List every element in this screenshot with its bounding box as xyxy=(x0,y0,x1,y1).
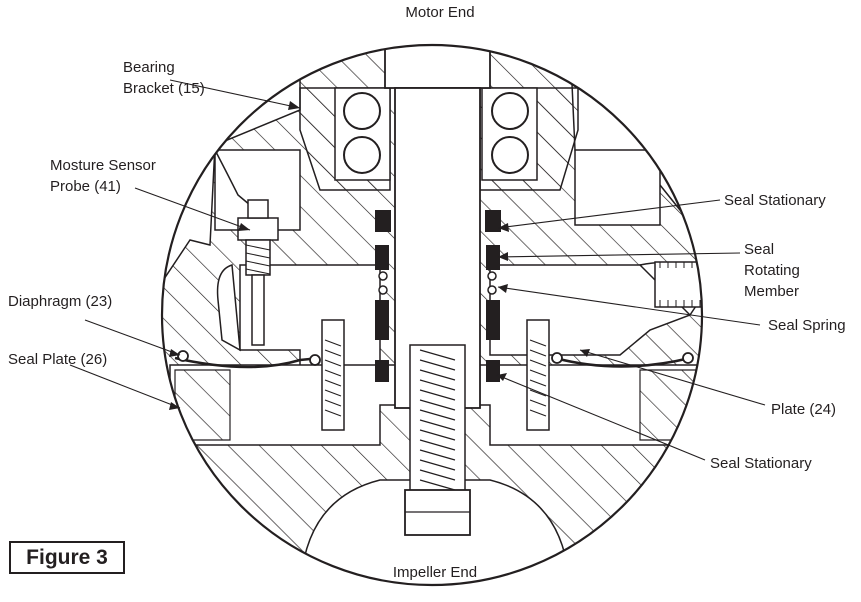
seal-plate-label: Seal Plate (26) xyxy=(8,351,107,368)
figure-caption-box: Figure 3 xyxy=(9,541,125,574)
seal-stationary-top-label: Seal Stationary xyxy=(724,192,826,209)
seal-rotating-label-line2: Rotating xyxy=(744,262,800,279)
leader-plate xyxy=(579,349,766,406)
bearing-bracket-label-line2: Bracket (15) xyxy=(123,80,205,97)
moisture-probe-label-line1: Mosture Sensor xyxy=(50,157,156,174)
leader-seal-stationary-top xyxy=(497,199,721,229)
leader-seal-rotating xyxy=(497,252,741,258)
leader-seal-plate xyxy=(69,364,181,409)
leader-seal-stationary-bottom xyxy=(496,374,706,461)
leader-arrowheads xyxy=(169,101,590,410)
leader-moisture-probe xyxy=(134,187,251,231)
leader-lines xyxy=(69,79,766,461)
leader-diaphragm xyxy=(84,319,181,356)
seal-spring-label: Seal Spring xyxy=(768,317,846,334)
moisture-probe-label-line2: Probe (41) xyxy=(50,178,121,195)
seal-rotating-label-line1: Seal xyxy=(744,241,774,258)
leader-seal-spring xyxy=(497,286,761,326)
bearing-bracket-label-line1: Bearing xyxy=(123,59,175,76)
diaphragm-label: Diaphragm (23) xyxy=(8,293,112,310)
leader-bearing-bracket xyxy=(169,79,301,109)
figure-caption: Figure 3 xyxy=(26,545,108,569)
plate-label: Plate (24) xyxy=(771,401,836,418)
impeller-end-label: Impeller End xyxy=(393,564,477,581)
seal-rotating-label-line3: Member xyxy=(744,283,799,300)
motor-end-label: Motor End xyxy=(405,4,474,21)
seal-stationary-bottom-label: Seal Stationary xyxy=(710,455,812,472)
view-circle xyxy=(160,43,704,587)
section-view xyxy=(162,45,702,585)
